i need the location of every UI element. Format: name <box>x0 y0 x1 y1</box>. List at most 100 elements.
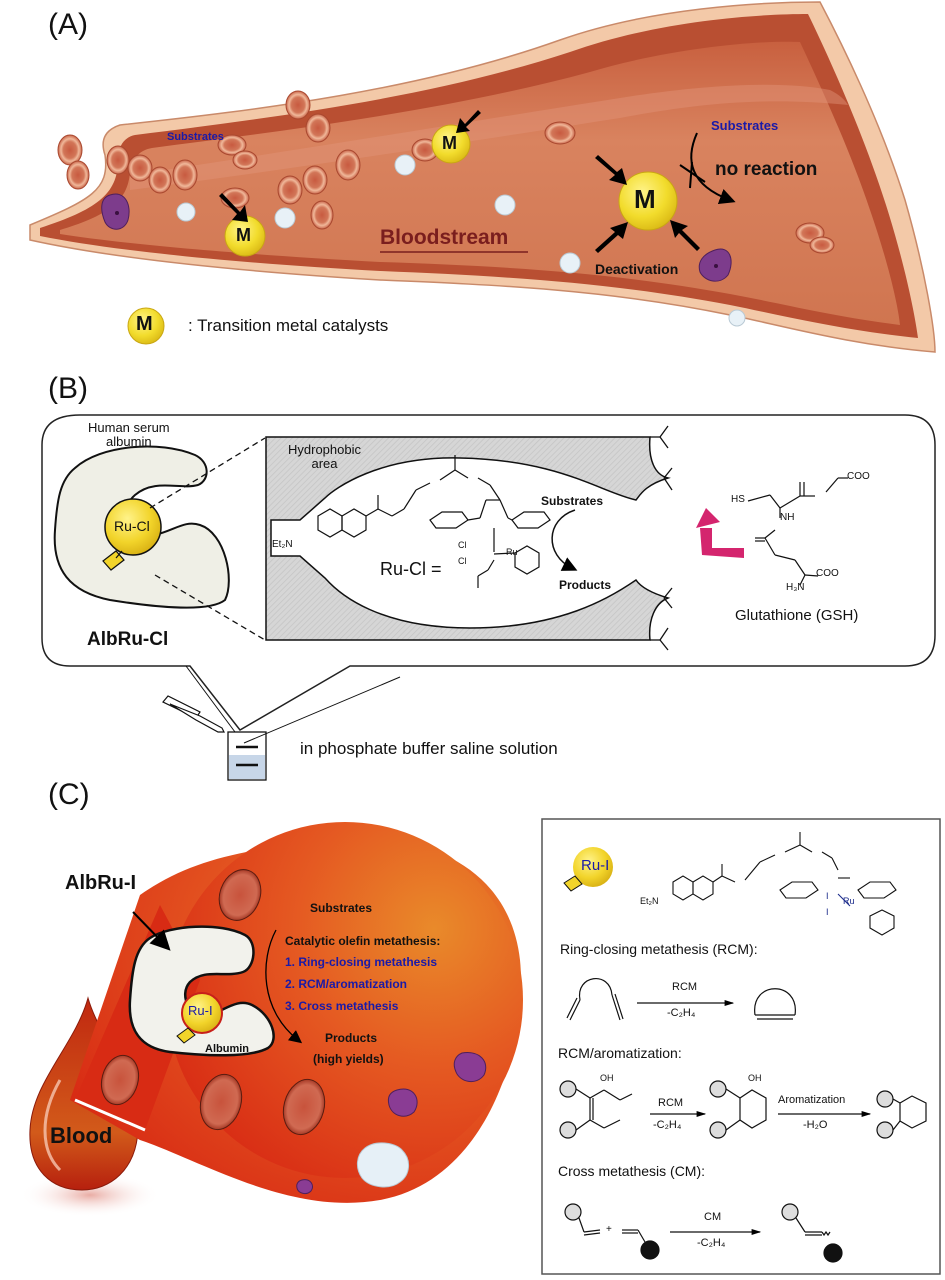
no-reaction-label: no reaction <box>715 159 818 180</box>
bloodstream-illustration <box>29 1 936 353</box>
arom-arrow2-bottom: -H₂O <box>803 1119 828 1131</box>
carboxylates <box>650 425 673 651</box>
legend-catalyst-icon <box>127 307 165 345</box>
box-ru-label: Ru <box>843 896 855 906</box>
aromatization-scheme <box>559 1080 927 1139</box>
arom-arrow2-top: Aromatization <box>778 1094 846 1106</box>
ru-label: Ru <box>506 547 518 557</box>
rcm-arrow-bottom: -C₂H₄ <box>667 1007 696 1019</box>
binding-pocket <box>265 436 671 641</box>
red-blood-cells <box>57 90 835 254</box>
arom-arrow1-bottom: -C₂H₄ <box>653 1119 682 1131</box>
reaction-item-2: 2. RCM/aromatization <box>285 977 408 991</box>
catalyst-m-2 <box>431 124 471 164</box>
ru-cl-equals-label: Ru-Cl = <box>380 559 442 579</box>
hsa-label-line2: albumin <box>106 434 152 449</box>
oh-label-1: OH <box>600 1073 614 1083</box>
aromatization-title: RCM/aromatization: <box>558 1045 682 1061</box>
box-et2n-label: Et₂N <box>640 896 659 906</box>
catalyst-m-3-label: M <box>634 184 656 214</box>
reaction-item-1: 1. Ring-closing metathesis <box>285 955 438 969</box>
hydrophobic-line2: area <box>311 456 338 471</box>
gsh-label: Glutathione (GSH) <box>735 607 859 624</box>
cm-arrow-bottom: -C₂H₄ <box>697 1237 726 1249</box>
vessel-lumen <box>60 41 900 325</box>
deactivation-label: Deactivation <box>595 261 679 277</box>
cm-scheme <box>564 1203 843 1263</box>
reaction-box <box>541 818 941 1275</box>
legend-symbol: M <box>136 313 153 335</box>
detail-frame <box>41 414 936 731</box>
albumin-schematic <box>41 414 936 781</box>
gsh-h3n-label: H₃N <box>786 582 805 593</box>
products-line1: Products <box>325 1031 378 1045</box>
panel-c-label: (C) <box>48 778 90 811</box>
cm-title: Cross metathesis (CM): <box>558 1163 706 1179</box>
box-i-label-2: I <box>826 907 829 917</box>
catalyst-m-1-label: M <box>236 225 251 245</box>
hsa-label-line1: Human serum <box>88 420 170 435</box>
ru-i-ball <box>181 992 223 1034</box>
catalyst-m-3 <box>618 171 678 231</box>
rcm-scheme <box>566 978 796 1021</box>
cl-label-2: Cl <box>458 556 467 566</box>
albumin-c-label: Albumin <box>205 1043 249 1055</box>
linker-icon-c <box>176 1027 196 1044</box>
pocket-products-label: Products <box>559 578 612 592</box>
hsa-label: Human serum albumin <box>88 421 170 449</box>
substrates-left-label: Substrates <box>167 131 224 143</box>
cm-arrow-top: CM <box>704 1211 722 1223</box>
ru-cl-ball <box>104 498 162 556</box>
substrates-right-label: Substrates <box>711 118 779 133</box>
panel-b-label: (B) <box>48 372 88 405</box>
no-reaction-arrow <box>690 132 736 204</box>
legend-text: : Transition metal catalysts <box>188 316 389 335</box>
cl-label-1: Cl <box>458 540 467 550</box>
bloodstream-label: Bloodstream <box>380 226 509 249</box>
albru-i-label: AlbRu-I <box>65 872 137 894</box>
hydrophobic-label: Hydrophobic area <box>288 443 361 471</box>
white-cells <box>176 154 746 327</box>
albumin-shape <box>53 445 230 609</box>
cross-mark <box>679 161 706 189</box>
metathesis-title: Catalytic olefin metathesis: <box>285 934 441 948</box>
ru-i-legend-label: Ru-I <box>581 857 610 874</box>
rcm-arrow-top: RCM <box>672 981 698 993</box>
et2n-label: Et₂N <box>272 539 293 550</box>
ru-cl-ball-label: Ru-Cl <box>114 518 150 534</box>
catalyst-m-2-label: M <box>442 133 457 153</box>
arom-arrow1-top: RCM <box>658 1097 684 1109</box>
buffer-label: in phosphate buffer saline solution <box>300 739 558 758</box>
albru-cl-label: AlbRu-Cl <box>87 629 169 650</box>
rbc-circle <box>100 869 326 1136</box>
oh-label-2: OH <box>748 1073 762 1083</box>
circle-substrates-label: Substrates <box>310 901 373 915</box>
gsh-structure <box>747 477 848 586</box>
gsh-arrow-icon <box>696 508 744 558</box>
ru-i-ball-label: Ru-I <box>188 1003 213 1018</box>
box-i-label-1: I <box>826 891 829 901</box>
ru-cl-structure <box>317 455 551 588</box>
pipette-icon <box>162 695 225 733</box>
white-cell-c <box>357 1142 409 1188</box>
albumin-shape-c <box>128 925 275 1057</box>
ru-i-legend-ball <box>573 847 613 887</box>
purple-cells <box>101 193 732 282</box>
arrows-to-catalyst <box>219 110 700 253</box>
blood-label: Blood <box>50 1123 113 1148</box>
pocket-substrates-label: Substrates <box>541 494 604 508</box>
purple-cells-c <box>296 1052 487 1195</box>
gsh-coo-1: COO <box>847 471 870 482</box>
reaction-item-3: 3. Cross metathesis <box>285 999 399 1013</box>
ru-i-structure <box>672 832 897 936</box>
panel-a-label: (A) <box>48 8 88 41</box>
linker-icon <box>102 550 125 571</box>
products-line2: (high yields) <box>313 1052 384 1066</box>
gsh-hs-label: HS <box>731 494 745 505</box>
hydrophobic-line1: Hydrophobic <box>288 442 361 457</box>
vial-icon <box>227 731 267 781</box>
gsh-nh-label: NH <box>780 512 795 523</box>
rcm-title: Ring-closing metathesis (RCM): <box>560 941 758 957</box>
gsh-coo-2: COO <box>816 568 839 579</box>
